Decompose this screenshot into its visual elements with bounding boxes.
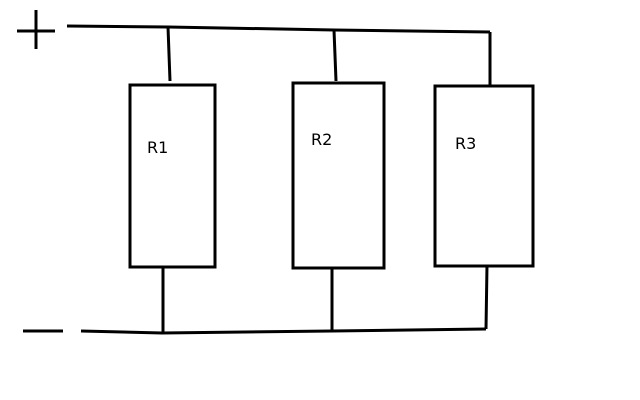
- resistor-r3-label: R3: [455, 134, 476, 153]
- r1-top-lead: [166, 26, 172, 82]
- top-rail-wire: [66, 24, 491, 34]
- r2-top-lead: [332, 29, 338, 82]
- resistor-r2-label: R2: [311, 130, 332, 149]
- resistor-r3: [433, 84, 535, 268]
- bottom-rail-wire: [80, 327, 487, 335]
- resistor-r2: [291, 81, 386, 270]
- resistor-r1-label: R1: [147, 138, 168, 157]
- r3-bottom-lead: [484, 264, 489, 330]
- resistor-r1: [128, 83, 217, 269]
- positive-terminal-symbol: [17, 10, 55, 49]
